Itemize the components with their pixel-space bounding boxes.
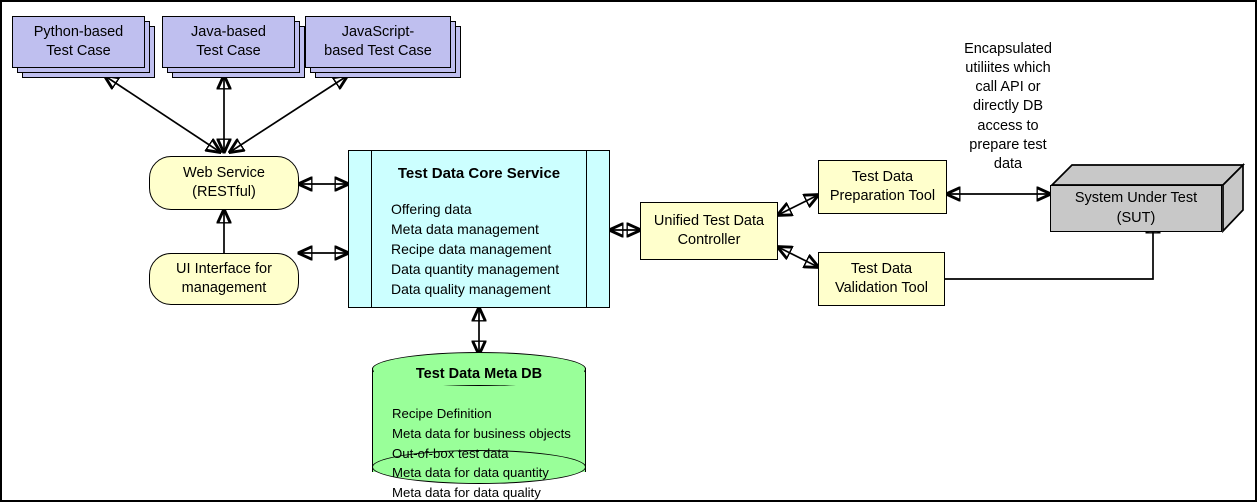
core-service-title: Test Data Core Service: [397, 165, 561, 182]
sut-front-face: System Under Test (SUT): [1050, 185, 1222, 232]
test-case-label-line1: Python-based: [33, 24, 124, 41]
ui-interface-label-line2: management: [181, 280, 267, 296]
test-data-meta-db-node[interactable]: Test Data Meta DB Recipe Definition Meta…: [372, 352, 586, 500]
validation-tool-label-line1: Test Data: [850, 261, 913, 278]
test-data-validation-tool-node[interactable]: Test Data Validation Tool: [818, 252, 945, 306]
component-divider-left: [371, 151, 372, 307]
test-data-preparation-tool-node[interactable]: Test Data Preparation Tool: [818, 160, 947, 214]
cylinder-bottom-ellipse: [372, 450, 586, 484]
core-service-item: Meta data management: [391, 220, 539, 237]
controller-label-line2: Controller: [677, 232, 741, 248]
test-case-card-java[interactable]: Java-based Test Case: [162, 16, 307, 78]
web-service-label-line1: Web Service: [183, 165, 265, 182]
preparation-tool-label-line1: Test Data: [851, 169, 914, 186]
encapsulated-utilities-annotation: Encapsulated utiliites which call API or…: [964, 41, 1052, 172]
card-face: JavaScript- based Test Case: [305, 16, 451, 68]
ui-interface-node[interactable]: UI Interface for management: [149, 253, 299, 305]
system-under-test-node[interactable]: System Under Test (SUT): [1050, 162, 1246, 234]
sut-label-line1: System Under Test: [1074, 190, 1198, 207]
core-service-item: Recipe data management: [391, 240, 552, 257]
cylinder-top-mask: [373, 369, 585, 385]
test-case-label-line2: Test Case: [46, 43, 111, 59]
component-divider-right: [586, 151, 587, 307]
validation-tool-label-line2: Validation Tool: [835, 280, 928, 296]
card-face: Java-based Test Case: [162, 16, 295, 68]
test-case-label-line2: Test Case: [196, 43, 261, 59]
meta-db-item: Meta data for data quality: [392, 485, 541, 501]
test-case-label-line2: based Test Case: [324, 43, 432, 59]
card-face: Python-based Test Case: [12, 16, 145, 68]
meta-db-title: Test Data Meta DB: [415, 366, 543, 382]
meta-db-item: Meta data for data quantity: [392, 465, 549, 481]
test-case-label-line1: Java-based: [191, 24, 266, 41]
controller-label-line1: Unified Test Data: [653, 213, 765, 230]
core-service-item-list: Offering data Meta data management Recip…: [391, 200, 559, 299]
meta-db-item: Out-of-box test data: [392, 445, 509, 461]
test-case-card-python[interactable]: Python-based Test Case: [12, 16, 157, 78]
meta-db-item: Recipe Definition: [392, 406, 492, 421]
preparation-tool-label-line2: Preparation Tool: [829, 188, 936, 204]
meta-db-item-list: Recipe Definition Meta data for business…: [392, 404, 571, 501]
meta-db-item: Meta data for business objects: [392, 425, 571, 441]
unified-test-data-controller-node[interactable]: Unified Test Data Controller: [640, 202, 778, 260]
test-case-card-javascript[interactable]: JavaScript- based Test Case: [305, 16, 465, 78]
core-service-item: Data quantity management: [391, 260, 560, 277]
ui-interface-label-line1: UI Interface for: [176, 261, 272, 278]
web-service-label-line2: (RESTful): [192, 184, 256, 200]
test-data-core-service-node[interactable]: Test Data Core Service Offering data Met…: [348, 150, 610, 308]
core-service-item: Offering data: [391, 201, 472, 217]
sut-3d-faces: [1050, 162, 1246, 234]
web-service-node[interactable]: Web Service (RESTful): [149, 156, 299, 210]
sut-label-line2: (SUT): [1116, 209, 1156, 226]
test-case-label-line1: JavaScript-: [341, 24, 415, 41]
core-service-item: Data quality management: [391, 280, 551, 297]
